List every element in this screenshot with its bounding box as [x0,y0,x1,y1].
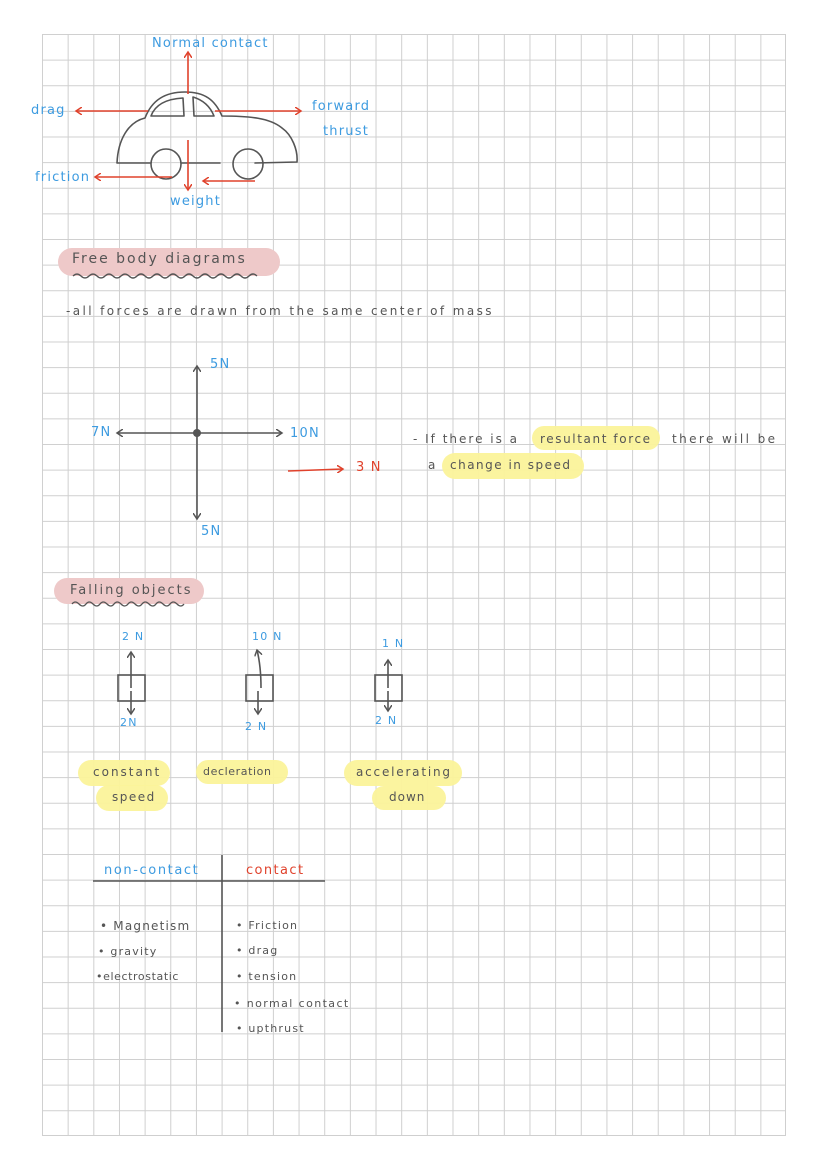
label-weight: weight [170,194,222,209]
highlight-resultant-force [532,426,660,450]
non-contact-header: non-contact [104,863,200,878]
highlight-deceleration [196,760,288,784]
force-left-label: 7N [91,425,112,440]
case3-down-label: 2 N [375,714,398,727]
heading-highlight-falling-objects [54,578,204,604]
heading-highlight-free-body [58,248,280,276]
contact-header: contact [246,863,305,878]
resultant-note-highlight-2: change in speed [450,458,572,472]
force-down-label: 5N [201,524,222,539]
free-body-note: -all forces are drawn from the same cent… [66,304,494,318]
contact-item: • upthrust [236,1022,305,1035]
resultant-arrow [287,469,343,471]
contact-item: • Friction [236,919,299,932]
highlight-change-in-speed [442,453,584,479]
heading-free-body-diagrams: Free body diagrams [72,251,247,267]
case1-label-line1: constant [93,765,162,779]
highlight-speed [96,785,168,811]
label-normal-contact: Normal contact [152,36,269,51]
case2-up-label: 10 N [252,630,283,643]
non-contact-item: • Magnetism [100,919,191,933]
force-up-label: 5N [210,357,231,372]
car-icon [116,91,298,180]
highlight-down [372,786,446,810]
squiggle-underline [71,601,185,607]
label-drag: drag [31,103,66,118]
case3-label-line2: down [389,790,426,804]
case1-up-label: 2 N [122,630,145,643]
contact-item: • tension [236,970,298,983]
case2-down-label: 2 N [245,720,268,733]
label-forward: forward [312,99,371,114]
resultant-force-label: 3 N [356,460,382,475]
highlight-constant [78,760,170,786]
case3-label-line1: accelerating [356,765,452,779]
resultant-note-highlight-1: resultant force [540,432,652,446]
resultant-note-middle: there will be [672,432,778,446]
contact-item: • normal contact [234,997,350,1010]
heading-falling-objects: Falling objects [70,583,193,598]
resultant-note-prefix: - If there is a [413,432,520,446]
case2-label-line1: decleration [203,765,272,778]
resultant-note-line2-prefix: a [428,458,437,472]
non-contact-item: • gravity [98,945,158,958]
case1-down-label: 2N [120,716,138,729]
force-right-label: 10N [290,426,320,441]
case1-label-line2: speed [112,790,156,804]
label-thrust: thrust [323,124,369,139]
squiggle-underline [72,273,258,279]
center-of-mass-dot [193,429,201,437]
case3-up-label: 1 N [382,637,405,650]
highlight-accelerating [344,760,462,786]
label-friction: friction [35,170,91,185]
non-contact-item: •electrostatic [96,970,180,983]
contact-item: • drag [236,944,279,957]
